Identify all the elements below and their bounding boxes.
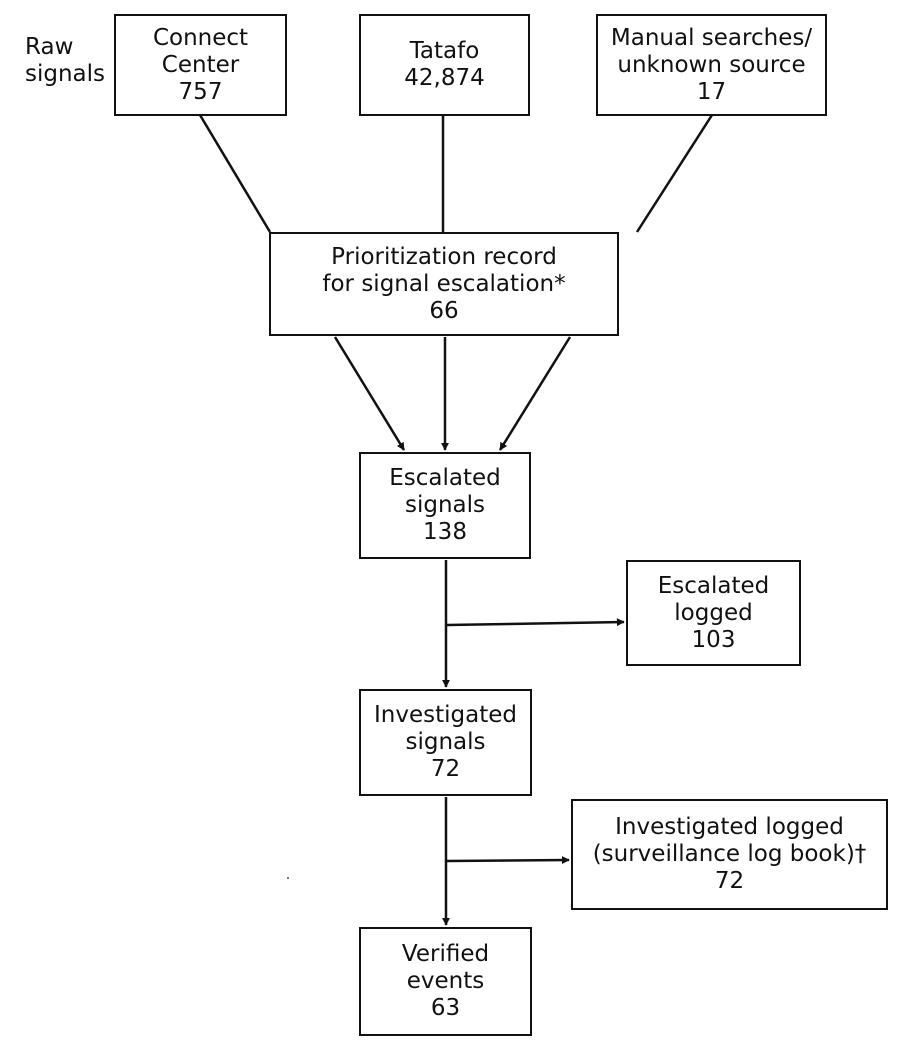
raw-signals-label-line-2: signals bbox=[25, 61, 106, 87]
investigated-signals-count: 72 bbox=[430, 756, 461, 782]
verified-events-line-1: Verified bbox=[401, 941, 490, 967]
stray-dot bbox=[287, 877, 289, 879]
tatafo-line-1: Tatafo bbox=[409, 38, 480, 64]
connect-center-line-2: Center bbox=[161, 51, 240, 78]
investigated-logged-line-2: (surveillance log book)† bbox=[592, 841, 867, 867]
verified-events-box: Verified events 63 bbox=[359, 927, 532, 1036]
escalated-signals-line-2: signals bbox=[404, 492, 486, 518]
tatafo-count: 42,874 bbox=[404, 65, 485, 91]
manual-searches-count: 17 bbox=[696, 78, 727, 105]
investigated-signals-line-2: signals bbox=[405, 729, 486, 755]
investigated-signals-box: Investigated signals 72 bbox=[359, 689, 532, 796]
escalated-signals-count: 138 bbox=[423, 519, 467, 545]
prioritization-line-2: for signal escalation* bbox=[322, 270, 566, 297]
prioritization-record-box: Prioritization record for signal escalat… bbox=[269, 232, 619, 336]
prioritization-count: 66 bbox=[429, 297, 459, 324]
arrow-escalated-to-escalated-logged bbox=[446, 618, 625, 627]
escalated-logged-box: Escalated logged 103 bbox=[626, 560, 801, 666]
manual-searches-box: Manual searches/ unknown source 17 bbox=[596, 14, 827, 116]
investigated-logged-count: 72 bbox=[714, 868, 745, 894]
verified-events-count: 63 bbox=[430, 995, 461, 1021]
connect-center-count: 757 bbox=[178, 78, 223, 105]
investigated-signals-line-1: Investigated bbox=[374, 702, 517, 728]
arrow-prioritization-to-escalated-right bbox=[498, 336, 572, 451]
verified-events-line-2: events bbox=[406, 968, 485, 994]
investigated-logged-line-1: Investigated logged bbox=[615, 814, 844, 840]
arrow-investigated-to-investigated-logged bbox=[446, 856, 570, 865]
connect-center-line-1: Connect bbox=[152, 24, 249, 51]
line-connect-to-prioritization bbox=[198, 114, 272, 233]
manual-searches-line-1: Manual searches/ bbox=[610, 24, 813, 51]
escalated-signals-box: Escalated signals 138 bbox=[359, 452, 531, 559]
raw-signals-label: Raw signals bbox=[25, 34, 105, 88]
tatafo-box: Tatafo 42,874 bbox=[359, 14, 530, 116]
escalated-logged-count: 103 bbox=[691, 626, 736, 653]
escalated-signals-line-1: Escalated bbox=[389, 465, 501, 491]
raw-signals-label-line-1: Raw bbox=[25, 34, 74, 60]
prioritization-line-1: Prioritization record bbox=[331, 243, 557, 270]
line-manual-to-prioritization bbox=[635, 114, 714, 233]
manual-searches-line-2: unknown source bbox=[617, 51, 806, 78]
investigated-logged-box: Investigated logged (surveillance log bo… bbox=[571, 799, 888, 910]
escalated-logged-line-2: logged bbox=[674, 599, 753, 626]
escalated-logged-line-1: Escalated bbox=[657, 572, 770, 599]
connect-center-box: Connect Center 757 bbox=[114, 14, 287, 116]
arrow-prioritization-to-escalated-left bbox=[333, 336, 406, 451]
